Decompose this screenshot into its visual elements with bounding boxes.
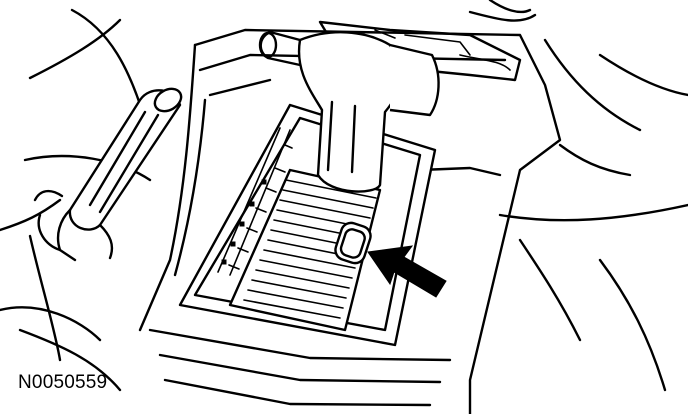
seat-outline-left xyxy=(0,8,152,392)
figure-code: N0050559 xyxy=(18,372,108,393)
gear-shift-lever-icon xyxy=(258,30,440,193)
shift-lock-override-button xyxy=(334,221,372,265)
center-console-body xyxy=(138,28,562,414)
seat-outline-right xyxy=(498,38,688,392)
prndl-indicator-marks xyxy=(221,144,293,270)
parking-brake-handle-icon xyxy=(33,87,183,262)
arrow-pointer-icon xyxy=(367,245,447,298)
